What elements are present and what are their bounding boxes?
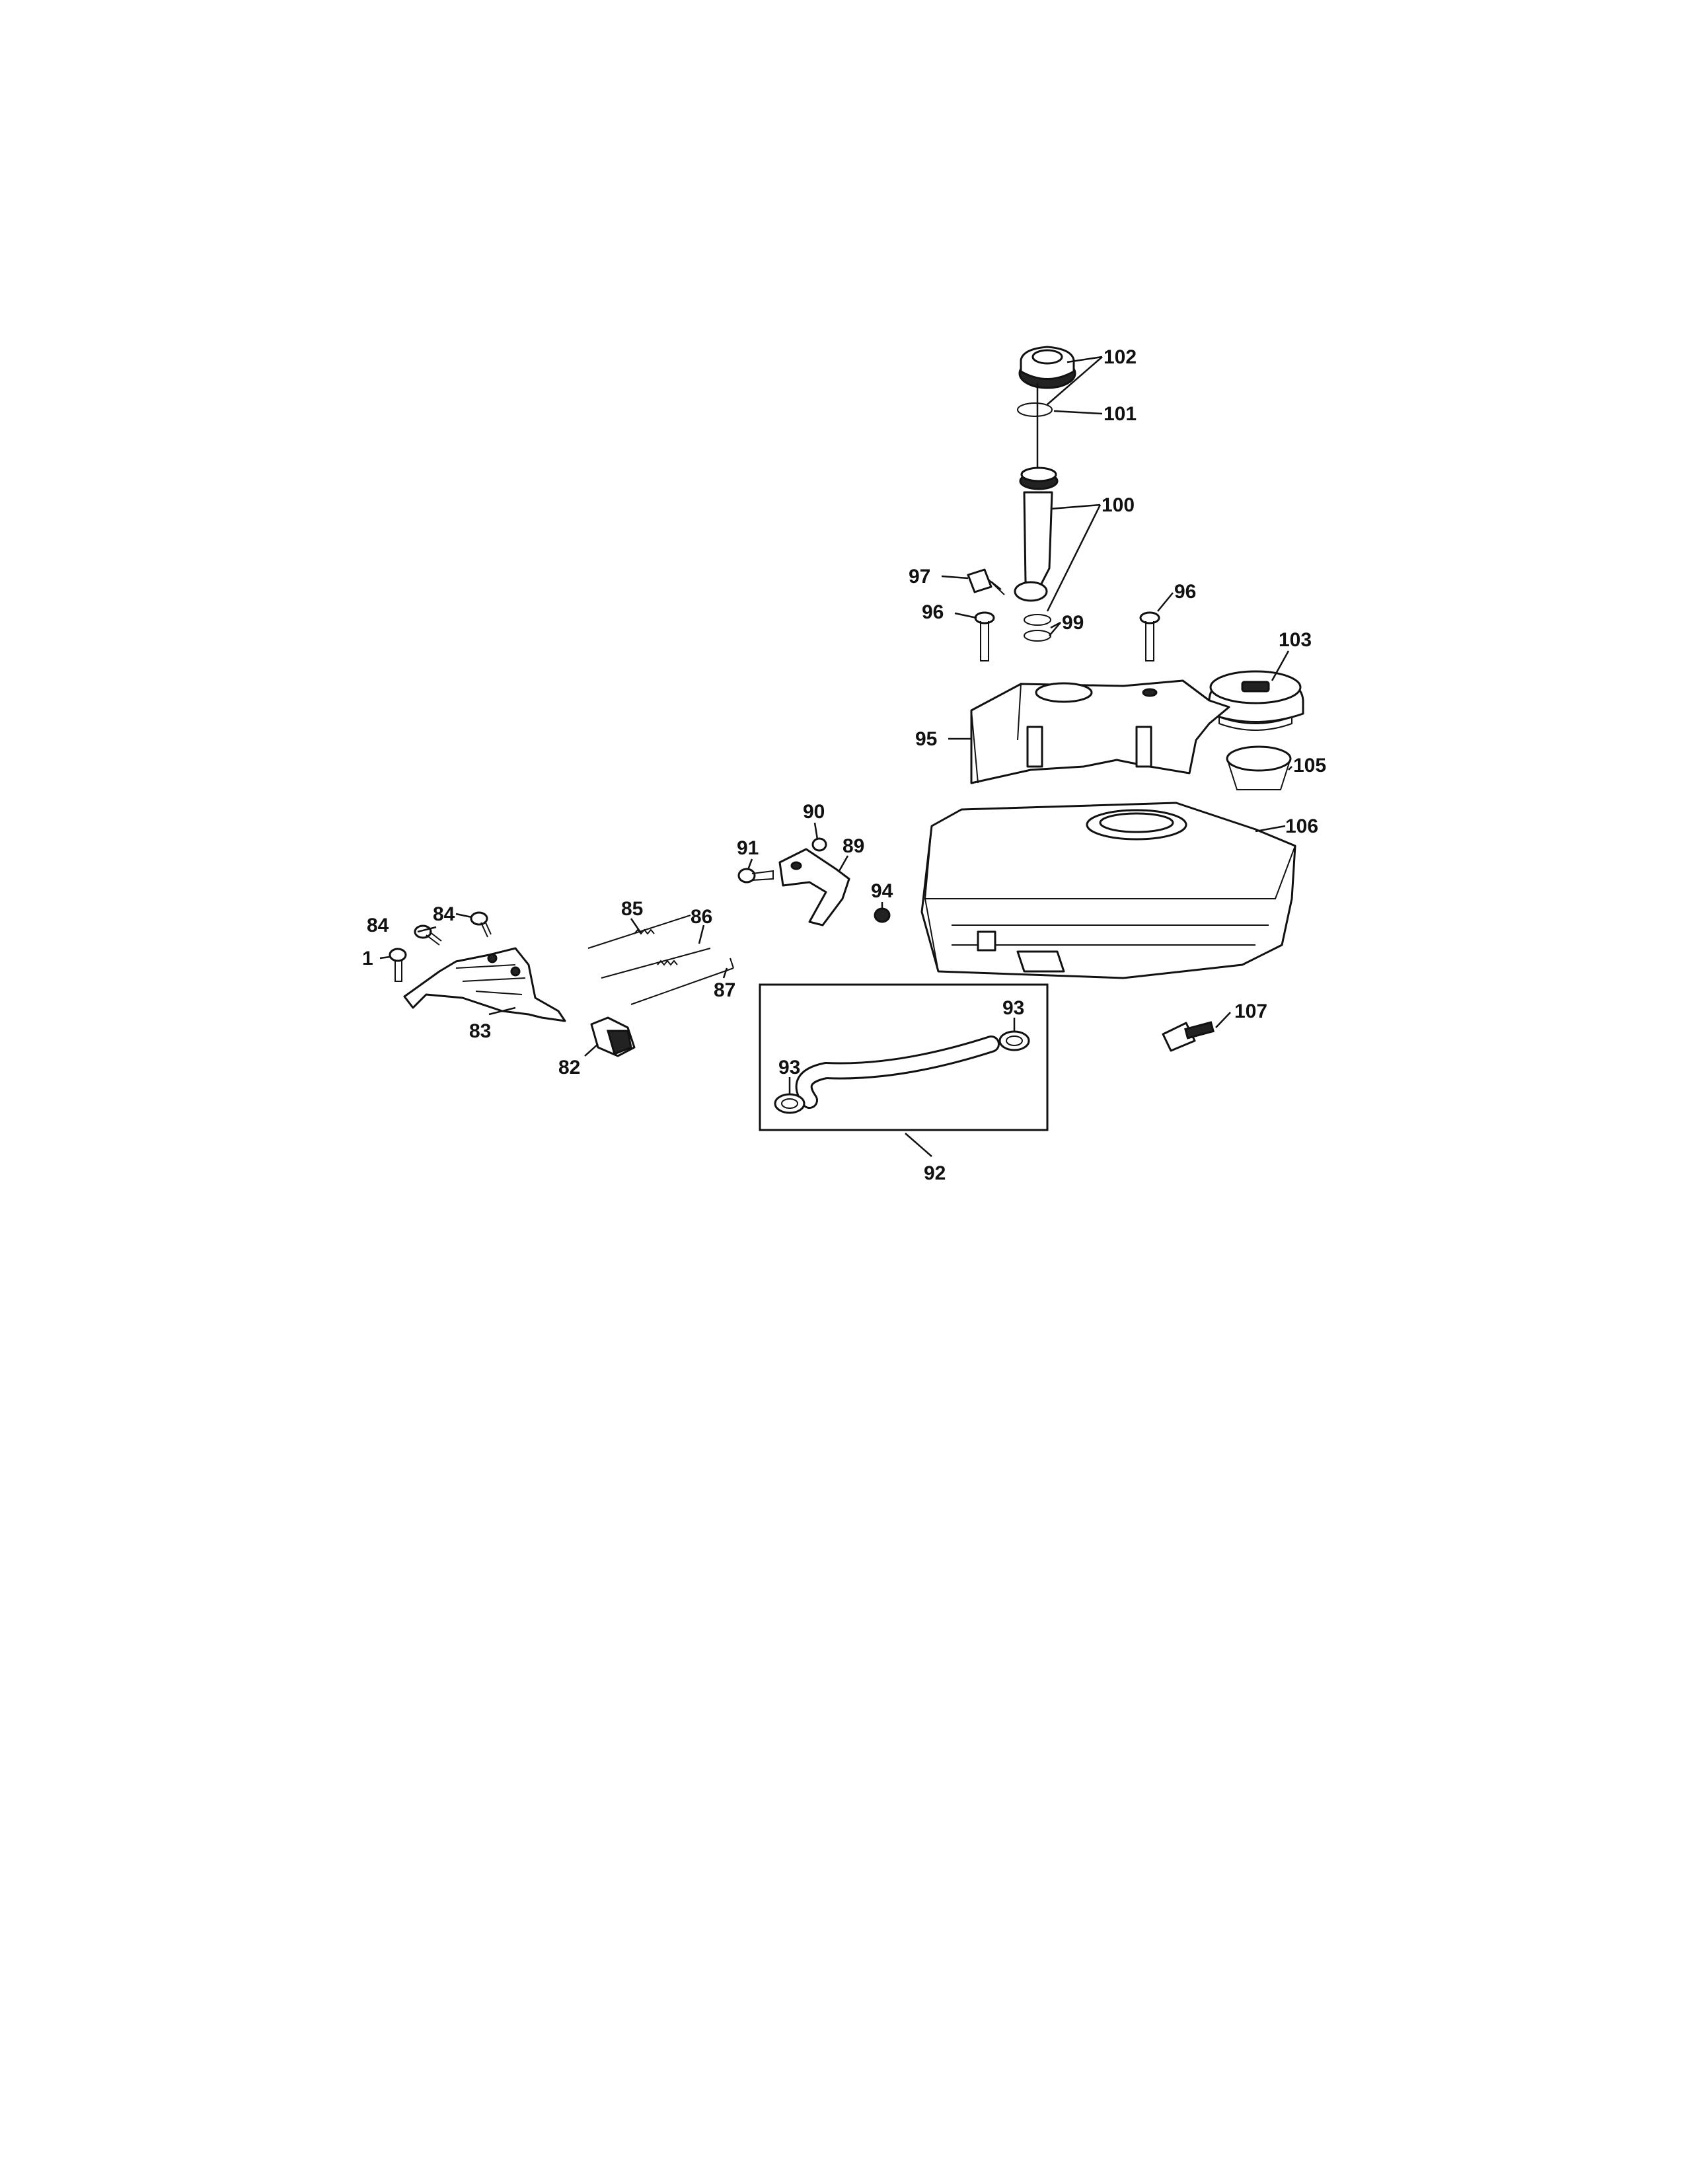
part-94-nut xyxy=(874,907,891,923)
callout-94: 94 xyxy=(871,880,893,902)
part-96-bolt-right xyxy=(1139,611,1160,661)
callout-89: 89 xyxy=(842,835,864,857)
callout-85: 85 xyxy=(621,898,643,920)
callout-1: 1 xyxy=(362,948,373,969)
callout-95: 95 xyxy=(915,728,937,750)
part-97-bolt xyxy=(967,568,1005,595)
part-96-bolt-left xyxy=(974,611,995,661)
part-93-hose-clamp-left xyxy=(774,1093,805,1114)
callout-107: 107 xyxy=(1234,1000,1267,1022)
part-84-bolt-right xyxy=(470,911,492,938)
callout-101: 101 xyxy=(1104,403,1137,425)
part-102-dipstick-cap xyxy=(1018,346,1076,389)
part-99-washers xyxy=(1024,614,1051,642)
callout-97: 97 xyxy=(909,566,930,587)
callout-96-left: 96 xyxy=(922,601,944,623)
callout-90: 90 xyxy=(803,801,825,823)
callout-87: 87 xyxy=(714,979,735,1001)
part-92-fuel-line-kit xyxy=(759,983,1049,1131)
callout-84-right: 84 xyxy=(433,903,455,925)
part-86-spring xyxy=(601,948,711,979)
callout-86: 86 xyxy=(691,906,712,928)
part-91-screw xyxy=(737,868,774,884)
callout-96-right: 96 xyxy=(1174,581,1196,603)
callout-83: 83 xyxy=(469,1020,491,1042)
callout-102: 102 xyxy=(1104,346,1137,368)
part-1-bolt xyxy=(389,948,407,982)
callout-92: 92 xyxy=(924,1162,946,1184)
part-95-tank-cover xyxy=(970,679,1230,784)
part-106-fuel-tank xyxy=(920,802,1296,979)
callout-91: 91 xyxy=(737,837,759,859)
part-105-fuel-strainer xyxy=(1226,745,1292,790)
callout-93-left: 93 xyxy=(778,1057,800,1078)
part-90-nut xyxy=(811,837,827,852)
callout-93-right: 93 xyxy=(1002,997,1024,1019)
part-83-control-bracket xyxy=(403,947,566,1022)
part-89-choke-bracket xyxy=(778,848,850,926)
part-87-throttle-rod xyxy=(630,958,734,1005)
callout-106: 106 xyxy=(1285,815,1318,837)
callout-103: 103 xyxy=(1279,629,1312,651)
part-107-fuel-valve xyxy=(1162,1021,1215,1052)
callout-84-left: 84 xyxy=(367,915,389,936)
leader-lines xyxy=(379,356,1292,1157)
callout-105: 105 xyxy=(1293,755,1326,776)
callout-99: 99 xyxy=(1062,612,1084,634)
part-103-fuel-cap xyxy=(1208,670,1304,731)
part-93-hose-clamp-right xyxy=(998,1030,1030,1051)
part-100-dipstick-tube xyxy=(1014,383,1059,602)
callout-100: 100 xyxy=(1102,494,1135,516)
callout-82: 82 xyxy=(558,1057,580,1078)
part-101-o-ring xyxy=(1017,402,1053,417)
part-82-control-knob xyxy=(590,1016,636,1057)
callout-labels: 102 101 100 97 96 99 96 103 95 105 90 10… xyxy=(362,346,1326,1184)
